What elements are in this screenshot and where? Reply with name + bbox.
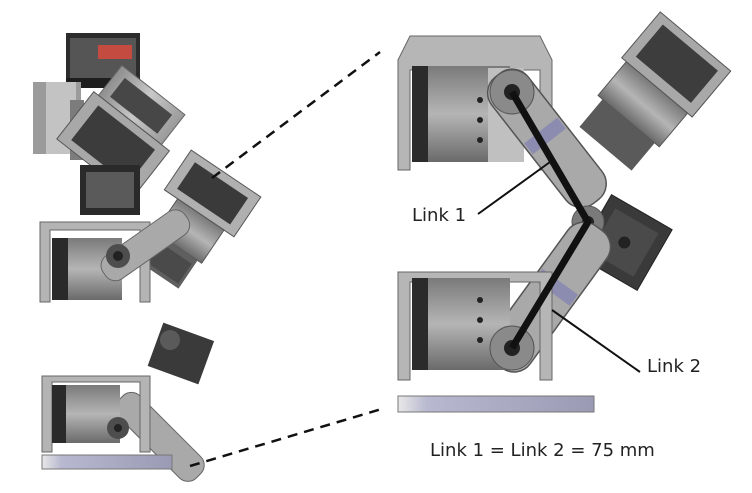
zoom-line-bottom: [189, 406, 386, 468]
kinematic-links: [508, 90, 592, 350]
thigh-assembly: [56, 64, 186, 199]
right-zoomed-leg: [397, 11, 732, 413]
top-servo: [66, 33, 140, 88]
zoom-bottom-bracket: [397, 271, 553, 381]
left-link-lower: [114, 391, 205, 482]
link1-pointer: [477, 161, 551, 215]
foot-plate-left: [41, 454, 173, 470]
left-knee-joint: [147, 322, 215, 385]
red-label-icon: [98, 45, 132, 59]
link1-label: Link 1: [412, 205, 467, 226]
link2-label: Link 2: [647, 356, 702, 377]
zoom-top-servo: [579, 11, 732, 171]
zoom-foot-plate: [397, 395, 595, 413]
link2-pointer: [551, 309, 641, 373]
left-full-leg: [33, 33, 262, 482]
bottom-u-bracket-left: [41, 375, 151, 453]
zoom-line-top: [211, 51, 381, 179]
link-length-caption: Link 1 = Link 2 = 75 mm: [430, 440, 655, 461]
